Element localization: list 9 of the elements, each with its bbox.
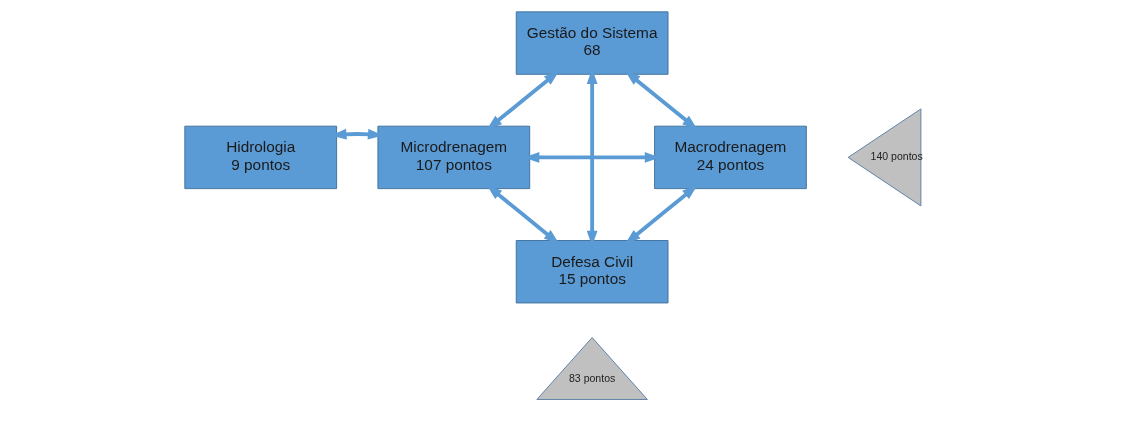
node-box: Macrodrenagem 24 pontos [653,125,807,190]
node-box: Hidrologia 9 pontos [183,125,337,190]
arrow [486,185,559,244]
node-box: Gestão do Sistema 68 [515,11,668,75]
arrow [624,185,698,244]
node-box: Microdrenagem 107 pontos [376,125,530,190]
arrow [486,70,559,130]
node-box: Defesa Civil 15 pontos [515,240,668,304]
arrow [624,70,697,130]
